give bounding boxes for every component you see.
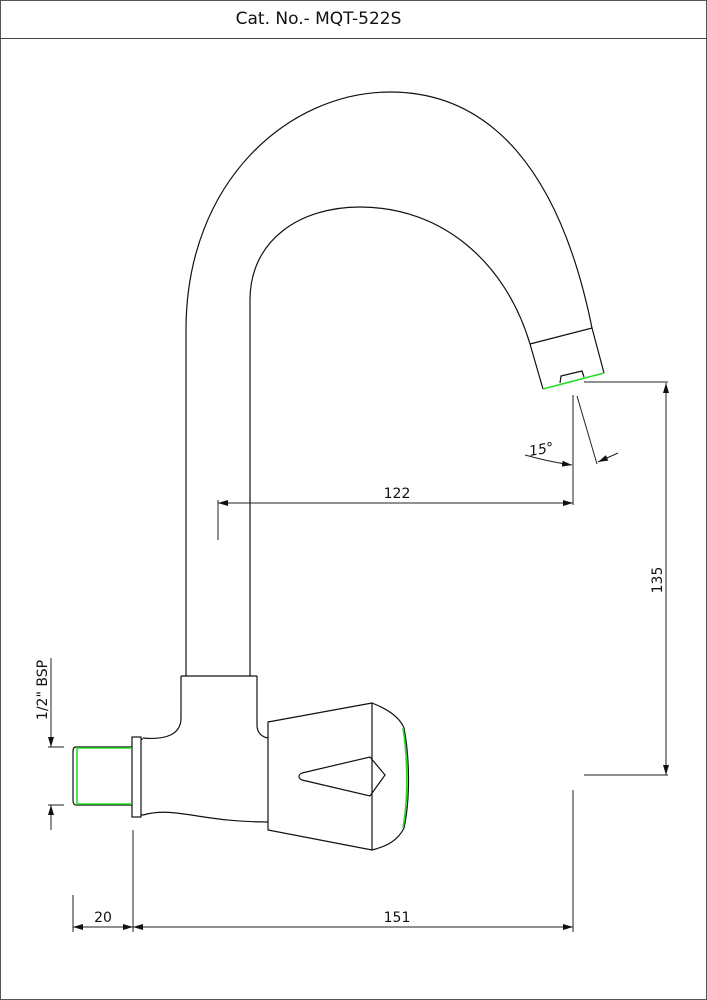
thread-highlight (76, 747, 132, 805)
dimension-thread: 1/2" BSP (35, 658, 64, 830)
dimension-angle: 15° (524, 395, 619, 467)
handle (267, 702, 410, 851)
angle-label: 15° (528, 440, 555, 460)
spout (185, 91, 605, 676)
dimension-length: 151 20 (72, 790, 574, 932)
handle-cap (402, 727, 408, 829)
valve-body (72, 675, 269, 823)
length-label: 151 (384, 910, 411, 926)
dimension-height: 135 (584, 381, 669, 776)
catalog-number: Cat. No.- MQT-522S (235, 9, 402, 29)
title-block: Cat. No.- MQT-522S (0, 0, 707, 39)
aerator-outlet (542, 372, 605, 390)
reach-label: 122 (384, 486, 411, 502)
height-label: 135 (650, 567, 666, 594)
thread-length-label: 20 (94, 910, 112, 926)
thread-size-label: 1/2" BSP (35, 660, 51, 720)
dimension-reach: 122 (217, 395, 574, 540)
handle-notch (298, 756, 386, 797)
